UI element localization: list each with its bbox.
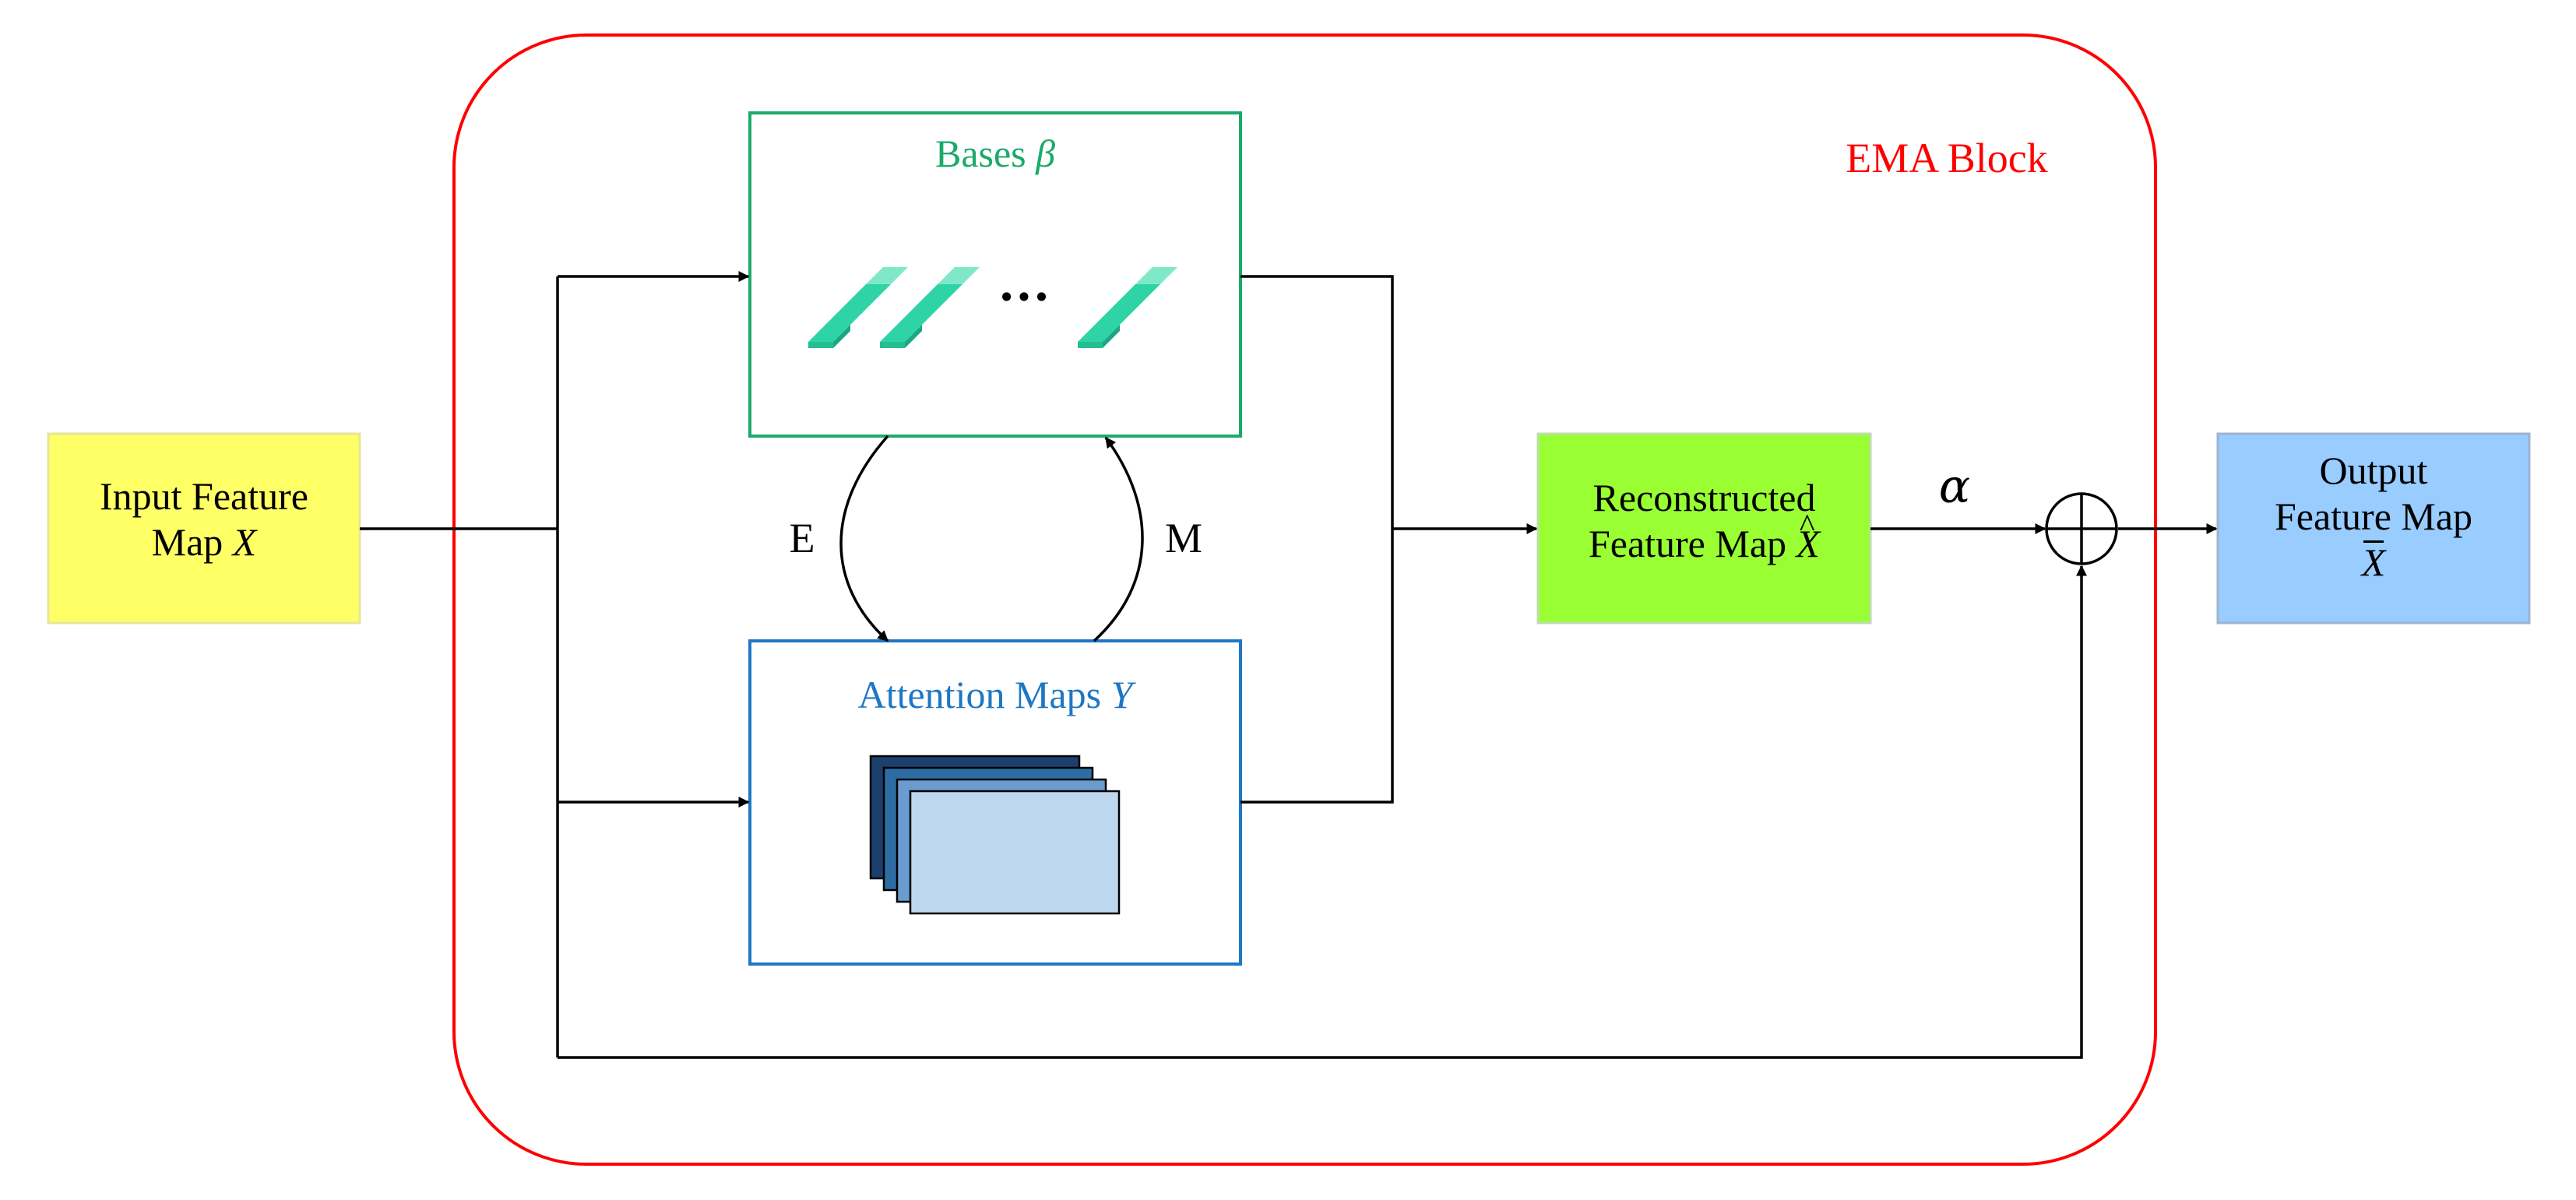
output-label: Output Feature Map X [2218, 448, 2529, 586]
m-step-label: M [1164, 515, 1202, 561]
ema-block-border [452, 33, 2157, 1166]
basis-vectors [808, 267, 1177, 348]
input-label-line1: Input Feature [100, 474, 308, 518]
output-symbol: X [2361, 540, 2386, 584]
attention-map-4 [909, 790, 1121, 915]
bases-symbol: β [1036, 132, 1056, 175]
connectors [360, 271, 2218, 1059]
e-step-label: E [789, 515, 815, 561]
bases-out-line [1240, 275, 1394, 529]
output-box [2216, 432, 2531, 625]
basis-bar-2 [880, 267, 980, 348]
input-box [47, 432, 361, 625]
bases-ellipsis: ••• [998, 280, 1050, 315]
alpha-label: α [1938, 459, 1971, 514]
m-step-arrow [1093, 436, 1144, 642]
attention-map-stack [869, 755, 1121, 915]
attention-title-text: Attention Maps [857, 673, 1102, 716]
output-label-line2: Feature Map [2274, 494, 2473, 538]
residual-line [558, 565, 2087, 1059]
circle-plus-icon [2045, 492, 2118, 565]
bases-title-text: Bases [934, 132, 1026, 175]
reconstructed-label-line2: Feature Map [1588, 522, 1787, 565]
output-label-line1: Output [2319, 449, 2428, 492]
attention-out-line [1240, 529, 1394, 804]
input-label-line2: Map [151, 520, 223, 564]
bases-title: Bases β [750, 131, 1240, 177]
attention-title: Attention Maps Y [750, 672, 1240, 718]
input-label: Input Feature Map X [48, 473, 360, 565]
basis-bar-1 [808, 267, 908, 348]
reconstructed-label: Reconstructed Feature Map X [1538, 475, 1870, 567]
reconstructed-label-line1: Reconstructed [1592, 476, 1816, 519]
ema-block-title: EMA Block [1846, 135, 2048, 181]
attention-symbol: Y [1110, 673, 1133, 716]
reconstructed-symbol: X [1797, 507, 1821, 567]
e-step-arrow [839, 435, 889, 642]
input-symbol: X [232, 520, 257, 564]
basis-bar-3 [1078, 267, 1177, 348]
